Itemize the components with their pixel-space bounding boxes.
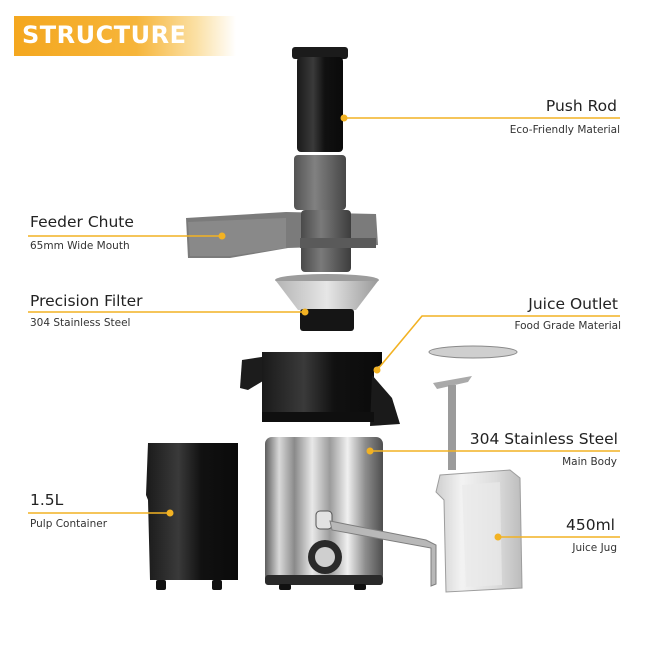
main-body-subtitle: Main Body [562, 456, 617, 468]
pulp-container-subtitle: Pulp Container [30, 518, 108, 530]
juice-jug-part [435, 469, 523, 593]
juicing-bowl-part [240, 352, 400, 426]
feeder-chute-title: Feeder Chute [30, 213, 134, 231]
push-rod-subtitle: Eco-Friendly Material [509, 124, 620, 136]
precision-filter-subtitle: 304 Stainless Steel [30, 317, 131, 329]
safety-clip-part [329, 520, 437, 587]
banner-title: STRUCTURE [22, 21, 187, 49]
juice-outlet-title: Juice Outlet [528, 295, 618, 313]
pulp-container-title: 1.5L [30, 491, 64, 509]
pulp-container-part [146, 443, 238, 590]
juice-outlet-subtitle: Food Grade Material [514, 320, 621, 332]
push-rod-title: Push Rod [545, 97, 617, 115]
leader-lines [28, 117, 620, 538]
feeder-chute-part [186, 155, 378, 272]
feeder-chute-subtitle: 65mm Wide Mouth [30, 240, 130, 252]
leader-dots [166, 114, 502, 541]
juice-jug-title: 450ml [566, 516, 615, 534]
juice-jug-subtitle: Juice Jug [572, 542, 617, 554]
main-body-part [265, 437, 383, 590]
structure-banner: STRUCTURE [14, 16, 236, 56]
jug-lid-part [428, 345, 518, 470]
push-rod-part [292, 47, 348, 152]
precision-filter-title: Precision Filter [30, 292, 143, 310]
precision-filter-part [275, 274, 379, 331]
main-body-title: 304 Stainless Steel [469, 430, 618, 448]
